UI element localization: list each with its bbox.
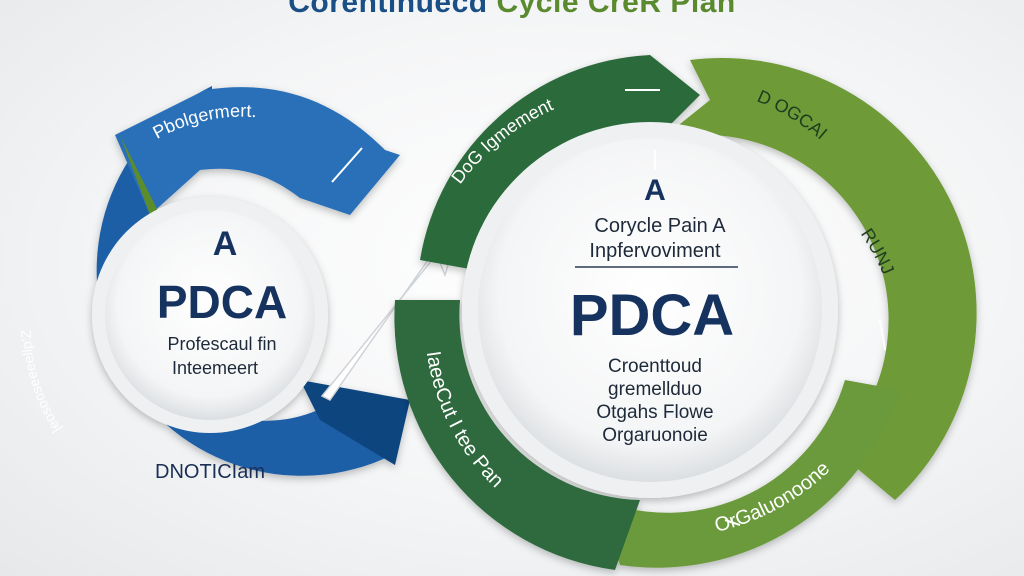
right-center-line5: Croenttoud — [608, 356, 702, 377]
left-arc-left-label: |eosooseeeellp'Z — [18, 329, 65, 436]
right-ring-green-light-bottom — [600, 380, 900, 568]
left-center-pdca: PDCA — [157, 276, 287, 328]
right-ring-green-dark-bottom — [394, 300, 640, 570]
left-hub — [105, 210, 315, 420]
right-cycle — [394, 55, 977, 570]
right-center-line7: Otgahs Flowe — [596, 402, 713, 423]
left-center-line1: A — [213, 225, 238, 263]
title-part-green: Cycle CreR Plan — [496, 0, 736, 19]
left-arc-bottom-label: DNOTICIam — [155, 461, 265, 483]
right-center-line3: Inpfervoviment — [589, 240, 721, 262]
left-center-line3: Profescaul fin — [167, 334, 276, 354]
right-center-line6: gremellduo — [608, 379, 702, 400]
right-arc-tick-bottom — [724, 519, 741, 526]
left-arc-tick — [331, 147, 363, 183]
left-ring-fold — [120, 135, 160, 215]
right-center-line8: Orgaruonoie — [602, 425, 708, 446]
left-ring-bottom-arrow — [300, 380, 410, 465]
left-cycle — [92, 86, 410, 476]
page-title: Corentinuecd Cycle CreR Plan — [0, 0, 1024, 20]
right-center-line2: Corycle Pain A — [594, 215, 726, 237]
right-center-text: A Corycle Pain A Inpfervoviment PDCA Cro… — [570, 174, 738, 446]
right-center-pdca: PDCA — [570, 283, 734, 348]
left-center-line4: Inteemeert — [172, 358, 258, 378]
title-part-blue: Corentinuecd — [288, 0, 488, 19]
left-ring-top-arrow — [115, 87, 400, 215]
right-center-line1: A — [644, 174, 666, 207]
right-hub — [478, 138, 822, 482]
right-ring-green-light — [660, 58, 977, 501]
left-center-text: A PDCA Profescaul fin Inteemeert — [157, 225, 287, 378]
right-arc-tick-right — [879, 319, 886, 351]
